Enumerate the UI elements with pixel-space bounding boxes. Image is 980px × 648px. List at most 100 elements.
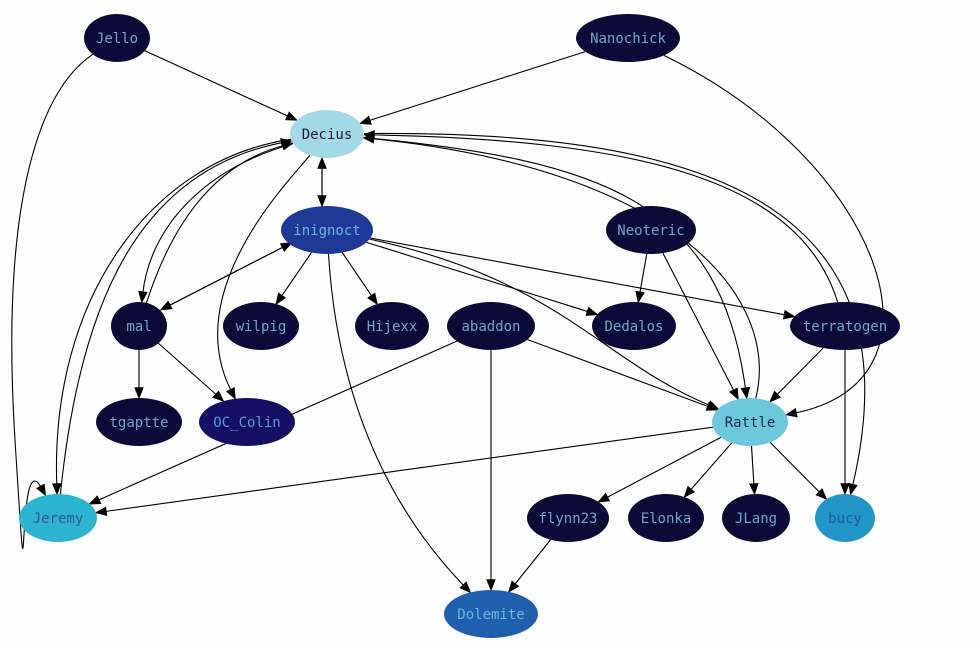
node-bucy[interactable]: bucy	[815, 494, 875, 542]
node-JLang[interactable]: JLang	[722, 494, 790, 542]
edge-line	[280, 252, 312, 297]
edge-Nanochick-to-Decius	[358, 51, 586, 125]
node-ellipse[interactable]	[444, 590, 538, 638]
edge-line	[142, 143, 294, 294]
node-OC_Colin[interactable]: OC_Colin	[199, 398, 295, 446]
edge-Jeremy-to-Decius	[59, 138, 293, 495]
node-label: terratogen	[803, 319, 887, 335]
node-abaddon[interactable]: abaddon	[447, 302, 535, 350]
node-ellipse[interactable]	[290, 110, 364, 158]
edge-Rattle-to-Elonka	[683, 442, 733, 499]
node-ellipse[interactable]	[576, 14, 680, 62]
arrowhead-icon	[275, 292, 287, 306]
node-label: mal	[126, 319, 151, 335]
edge-Rattle-to-Decius	[362, 134, 760, 399]
node-label: wilpig	[236, 319, 287, 335]
edge-line	[55, 138, 291, 486]
edge-line	[144, 50, 289, 117]
node-ellipse[interactable]	[84, 14, 150, 62]
edge-flynn23-to-Dolemite	[507, 539, 552, 593]
edge-abaddon-to-Dolemite	[486, 350, 496, 592]
arrowhead-icon	[784, 407, 798, 418]
arrowhead-icon	[88, 495, 102, 505]
edge-line	[11, 53, 94, 549]
node-flynn23[interactable]: flynn23	[527, 494, 609, 542]
node-ellipse[interactable]	[111, 302, 167, 350]
node-Dolemite[interactable]: Dolemite	[444, 590, 538, 638]
edge-Jello-to-Jeremy	[11, 53, 94, 549]
node-label: OC_Colin	[213, 415, 280, 431]
node-label: flynn23	[538, 511, 597, 527]
edge-Decius-to-OC_Colin	[217, 154, 311, 400]
node-label: Dedalos	[604, 319, 663, 335]
arrowhead-icon	[285, 111, 298, 121]
edge-line	[59, 141, 283, 495]
arrowhead-icon	[138, 290, 148, 304]
edge-Decius-to-Rattle	[363, 136, 751, 400]
edge-mal-to-inignoct	[160, 242, 293, 311]
edge-line	[217, 154, 311, 391]
node-ellipse[interactable]	[527, 494, 609, 542]
node-ellipse[interactable]	[815, 494, 875, 542]
arrowhead-icon	[683, 485, 696, 499]
node-terratogen[interactable]: terratogen	[790, 302, 900, 350]
arrowhead-icon	[486, 579, 496, 592]
node-Dedalos[interactable]: Dedalos	[592, 302, 676, 350]
edge-mal-to-tgaptte	[134, 350, 144, 400]
node-tgaptte[interactable]: tgaptte	[96, 398, 182, 446]
edge-line	[366, 241, 589, 313]
edge-line	[514, 539, 552, 586]
node-ellipse[interactable]	[790, 302, 900, 350]
edge-inignoct-to-Decius	[317, 156, 327, 207]
node-label: Nanochick	[590, 31, 666, 47]
node-inignoct[interactable]: inignoct	[281, 206, 373, 254]
edge-terratogen-to-bucy	[840, 350, 850, 496]
arrowhead-icon	[36, 483, 47, 497]
edge-line	[160, 246, 284, 311]
node-ellipse[interactable]	[447, 302, 535, 350]
edge-Rattle-to-bucy	[769, 441, 828, 501]
arrowhead-icon	[226, 387, 236, 400]
arrowhead-icon	[705, 401, 719, 411]
node-Nanochick[interactable]: Nanochick	[576, 14, 680, 62]
arrowhead-icon	[585, 306, 599, 316]
node-wilpig[interactable]: wilpig	[223, 302, 299, 350]
node-ellipse[interactable]	[199, 398, 295, 446]
edge-line	[527, 338, 709, 408]
node-ellipse[interactable]	[628, 494, 704, 542]
node-mal[interactable]: mal	[111, 302, 167, 350]
arrowhead-icon	[358, 115, 372, 125]
edge-line	[639, 253, 648, 294]
node-ellipse[interactable]	[281, 206, 373, 254]
node-ellipse[interactable]	[355, 302, 429, 350]
edge-Jello-to-Decius	[144, 50, 298, 121]
node-Jeremy[interactable]: Jeremy	[19, 494, 97, 542]
node-label: inignoct	[293, 223, 360, 239]
node-Hijexx[interactable]: Hijexx	[355, 302, 429, 350]
node-Elonka[interactable]: Elonka	[628, 494, 704, 542]
node-Decius[interactable]: Decius	[290, 110, 364, 158]
arrowhead-icon	[279, 242, 293, 252]
edge-terratogen-to-Rattle	[769, 347, 824, 403]
arrowhead-icon	[134, 387, 144, 400]
node-Jello[interactable]: Jello	[84, 14, 150, 62]
node-ellipse[interactable]	[592, 302, 676, 350]
edge-inignoct-to-terratogen	[370, 237, 796, 320]
edge-line	[145, 144, 285, 304]
node-label: Rattle	[725, 415, 776, 431]
arrowhead-icon	[367, 292, 378, 306]
node-ellipse[interactable]	[96, 398, 182, 446]
arrowhead-icon	[212, 390, 225, 402]
edge-line	[341, 252, 373, 297]
arrowhead-icon	[635, 290, 645, 304]
node-Rattle[interactable]: Rattle	[712, 398, 788, 446]
node-ellipse[interactable]	[19, 494, 97, 542]
node-ellipse[interactable]	[712, 398, 788, 446]
edge-Neoteric-to-Dedalos	[635, 253, 648, 304]
edge-terratogen-to-Decius	[362, 130, 839, 303]
node-ellipse[interactable]	[722, 494, 790, 542]
node-Neoteric[interactable]: Neoteric	[606, 206, 696, 254]
node-label: JLang	[735, 511, 777, 527]
node-ellipse[interactable]	[223, 302, 299, 350]
node-ellipse[interactable]	[606, 206, 696, 254]
